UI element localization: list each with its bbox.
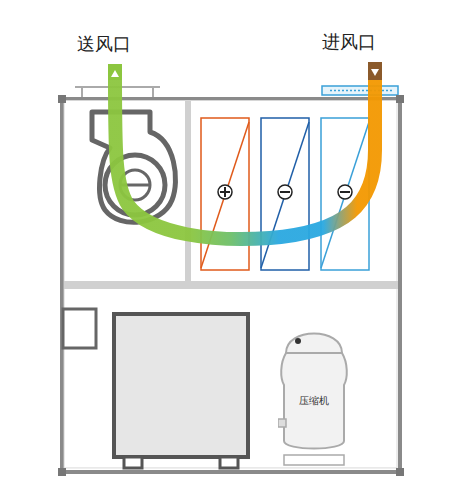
control-box (63, 309, 96, 348)
heater-coil (201, 118, 249, 270)
inlet-label: 进风口 (322, 31, 376, 53)
inlet-vent (322, 86, 398, 95)
condenser-unit (114, 314, 248, 468)
outlet-label: 送风口 (77, 33, 131, 55)
compressor-label: 压缩机 (278, 395, 350, 407)
compressor: 压缩机 (278, 323, 350, 469)
airflow-path (108, 62, 382, 239)
cooling-coil (261, 118, 309, 270)
